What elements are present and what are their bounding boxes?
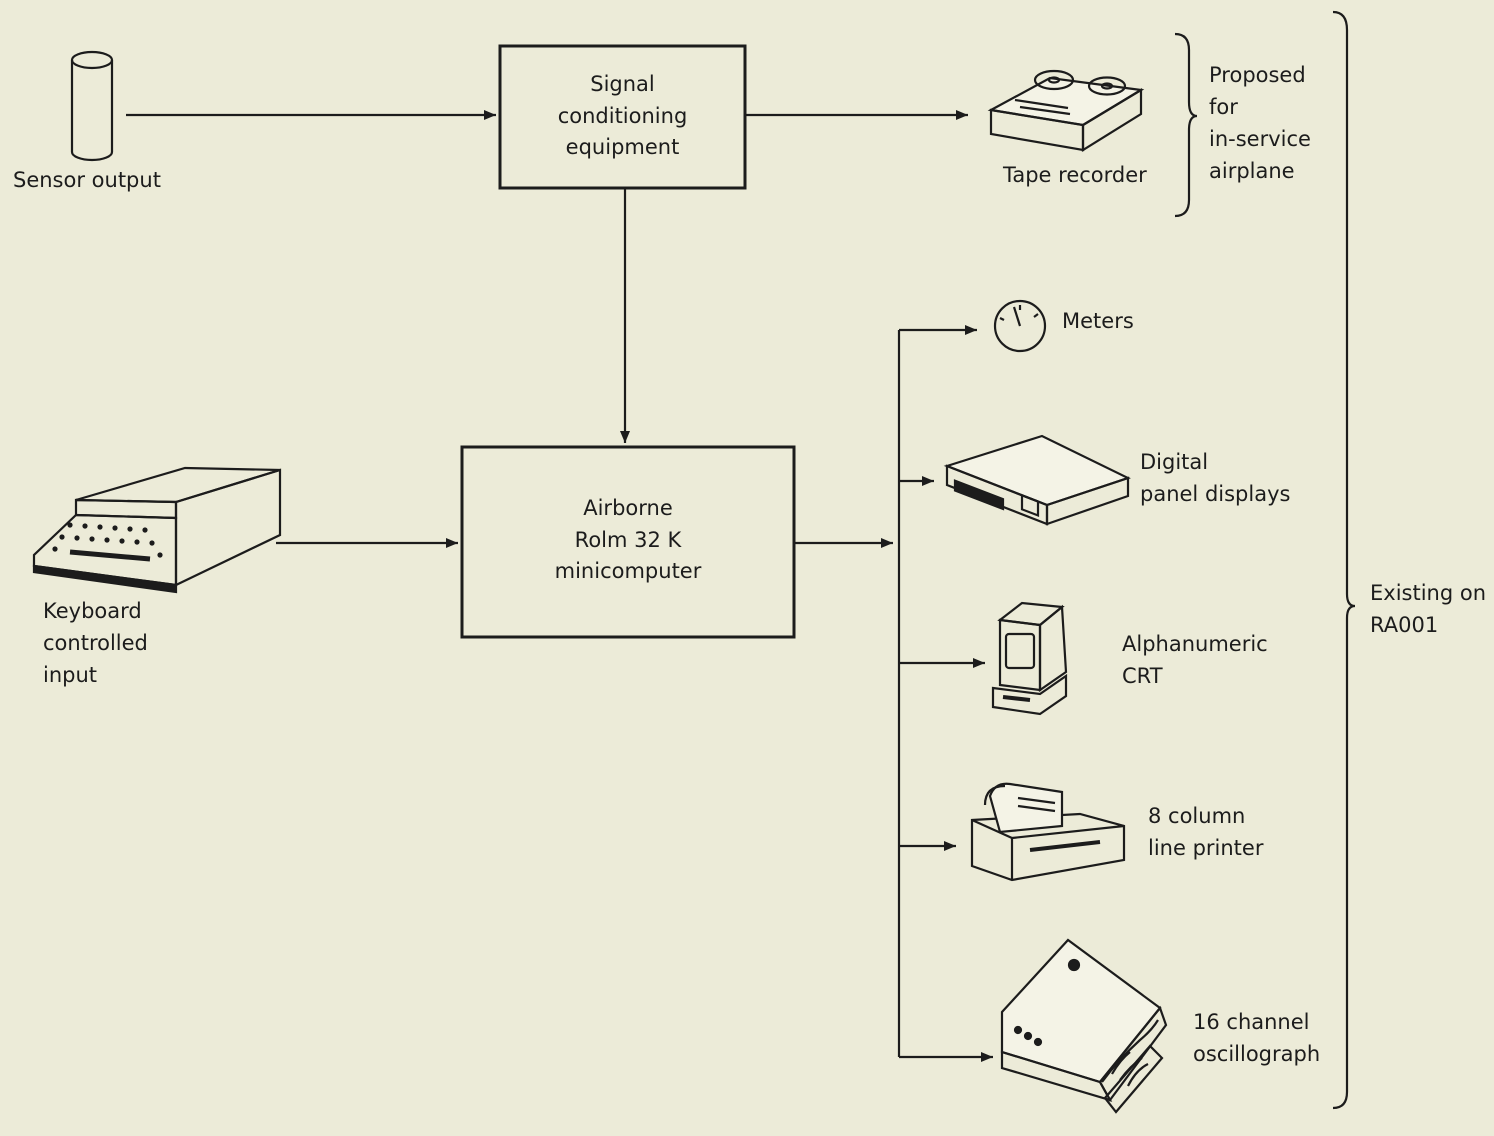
meter-icon (995, 301, 1045, 351)
existing-note: Existing on RA001 (1370, 577, 1486, 641)
signal-line-1: Signal (500, 69, 745, 101)
signal-line-2: conditioning (500, 101, 745, 133)
computer-label: Airborne Rolm 32 K minicomputer (462, 493, 794, 588)
oscillograph-line-2: oscillograph (1193, 1038, 1320, 1070)
keyboard-line-2: controlled (43, 627, 148, 659)
tape-recorder-label: Tape recorder (1003, 159, 1147, 191)
printer-label: 8 column line printer (1148, 800, 1263, 864)
signal-conditioning-label: Signal conditioning equipment (500, 69, 745, 164)
proposed-line-2: for (1209, 91, 1311, 123)
digital-line-1: Digital (1140, 446, 1290, 478)
computer-line-1: Airborne (462, 493, 794, 525)
oscillograph-line-1: 16 channel (1193, 1006, 1320, 1038)
keyboard-line-3: input (43, 659, 148, 691)
crt-label: Alphanumeric CRT (1122, 628, 1268, 692)
keyboard-line-1: Keyboard (43, 595, 148, 627)
proposed-brace (1175, 34, 1197, 216)
existing-brace (1333, 12, 1355, 1108)
sensor-icon (72, 52, 112, 160)
existing-line-2: RA001 (1370, 609, 1486, 641)
oscillograph-icon (1002, 940, 1166, 1112)
printer-line-1: 8 column (1148, 800, 1263, 832)
digital-panel-icon (947, 436, 1128, 524)
keyboard-label: Keyboard controlled input (43, 595, 148, 691)
crt-line-1: Alphanumeric (1122, 628, 1268, 660)
signal-line-3: equipment (500, 132, 745, 164)
crt-terminal-icon (993, 603, 1066, 714)
printer-line-2: line printer (1148, 832, 1263, 864)
proposed-line-3: in-service (1209, 123, 1311, 155)
digital-panel-label: Digital panel displays (1140, 446, 1290, 510)
meters-label: Meters (1062, 305, 1134, 337)
oscillograph-label: 16 channel oscillograph (1193, 1006, 1320, 1070)
computer-line-3: minicomputer (462, 556, 794, 588)
meters-line-1: Meters (1062, 305, 1134, 337)
keyboard-terminal-icon (34, 468, 280, 592)
computer-line-2: Rolm 32 K (462, 525, 794, 557)
proposed-line-4: airplane (1209, 155, 1311, 187)
line-printer-icon (972, 784, 1124, 880)
crt-line-2: CRT (1122, 660, 1268, 692)
digital-line-2: panel displays (1140, 478, 1290, 510)
existing-line-1: Existing on (1370, 577, 1486, 609)
proposed-line-1: Proposed (1209, 59, 1311, 91)
proposed-note: Proposed for in-service airplane (1209, 59, 1311, 187)
sensor-output-label: Sensor output (13, 164, 161, 196)
tape-recorder-icon (991, 71, 1141, 150)
